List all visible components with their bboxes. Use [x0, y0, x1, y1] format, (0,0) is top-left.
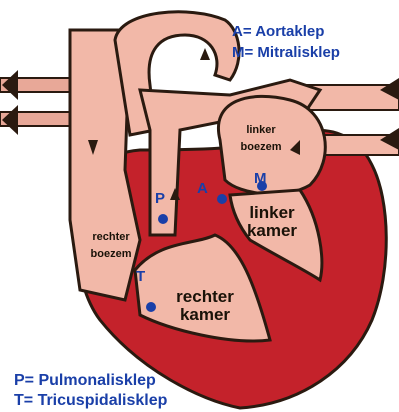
- label-left-atrium: linker boezem: [236, 125, 286, 153]
- label-left-atrium-line2: boezem: [236, 142, 286, 154]
- label-left-ventricle-line2: kamer: [232, 222, 312, 240]
- label-right-ventricle-line2: kamer: [160, 306, 250, 324]
- tricuspid-valve-dot: [146, 302, 156, 312]
- legend-mitral-valve: M= Mitralisklep: [232, 44, 340, 61]
- valve-letter-pulmonary: P: [155, 190, 165, 207]
- left-vessels: [0, 70, 70, 135]
- label-left-atrium-line1: linker: [236, 125, 286, 137]
- legend-tricuspid-valve: T= Tricuspidalisklep: [14, 392, 167, 410]
- label-left-ventricle-line1: linker: [232, 204, 312, 222]
- label-right-ventricle: rechter kamer: [160, 288, 250, 324]
- label-right-ventricle-line1: rechter: [160, 288, 250, 306]
- label-right-atrium: rechter boezem: [76, 232, 146, 260]
- pulmonary-valve-dot: [158, 214, 168, 224]
- label-left-ventricle: linker kamer: [232, 204, 312, 240]
- label-right-atrium-line2: boezem: [76, 249, 146, 261]
- legend-aortic-valve: A= Aortaklep: [232, 23, 324, 40]
- valve-letter-mitral: M: [254, 170, 267, 187]
- aortic-valve-dot: [217, 194, 227, 204]
- valve-letter-aortic: A: [197, 180, 208, 197]
- valve-letter-tricuspid: T: [136, 268, 145, 285]
- label-right-atrium-line1: rechter: [76, 232, 146, 244]
- legend-pulmonary-valve: P= Pulmonalisklep: [14, 372, 156, 390]
